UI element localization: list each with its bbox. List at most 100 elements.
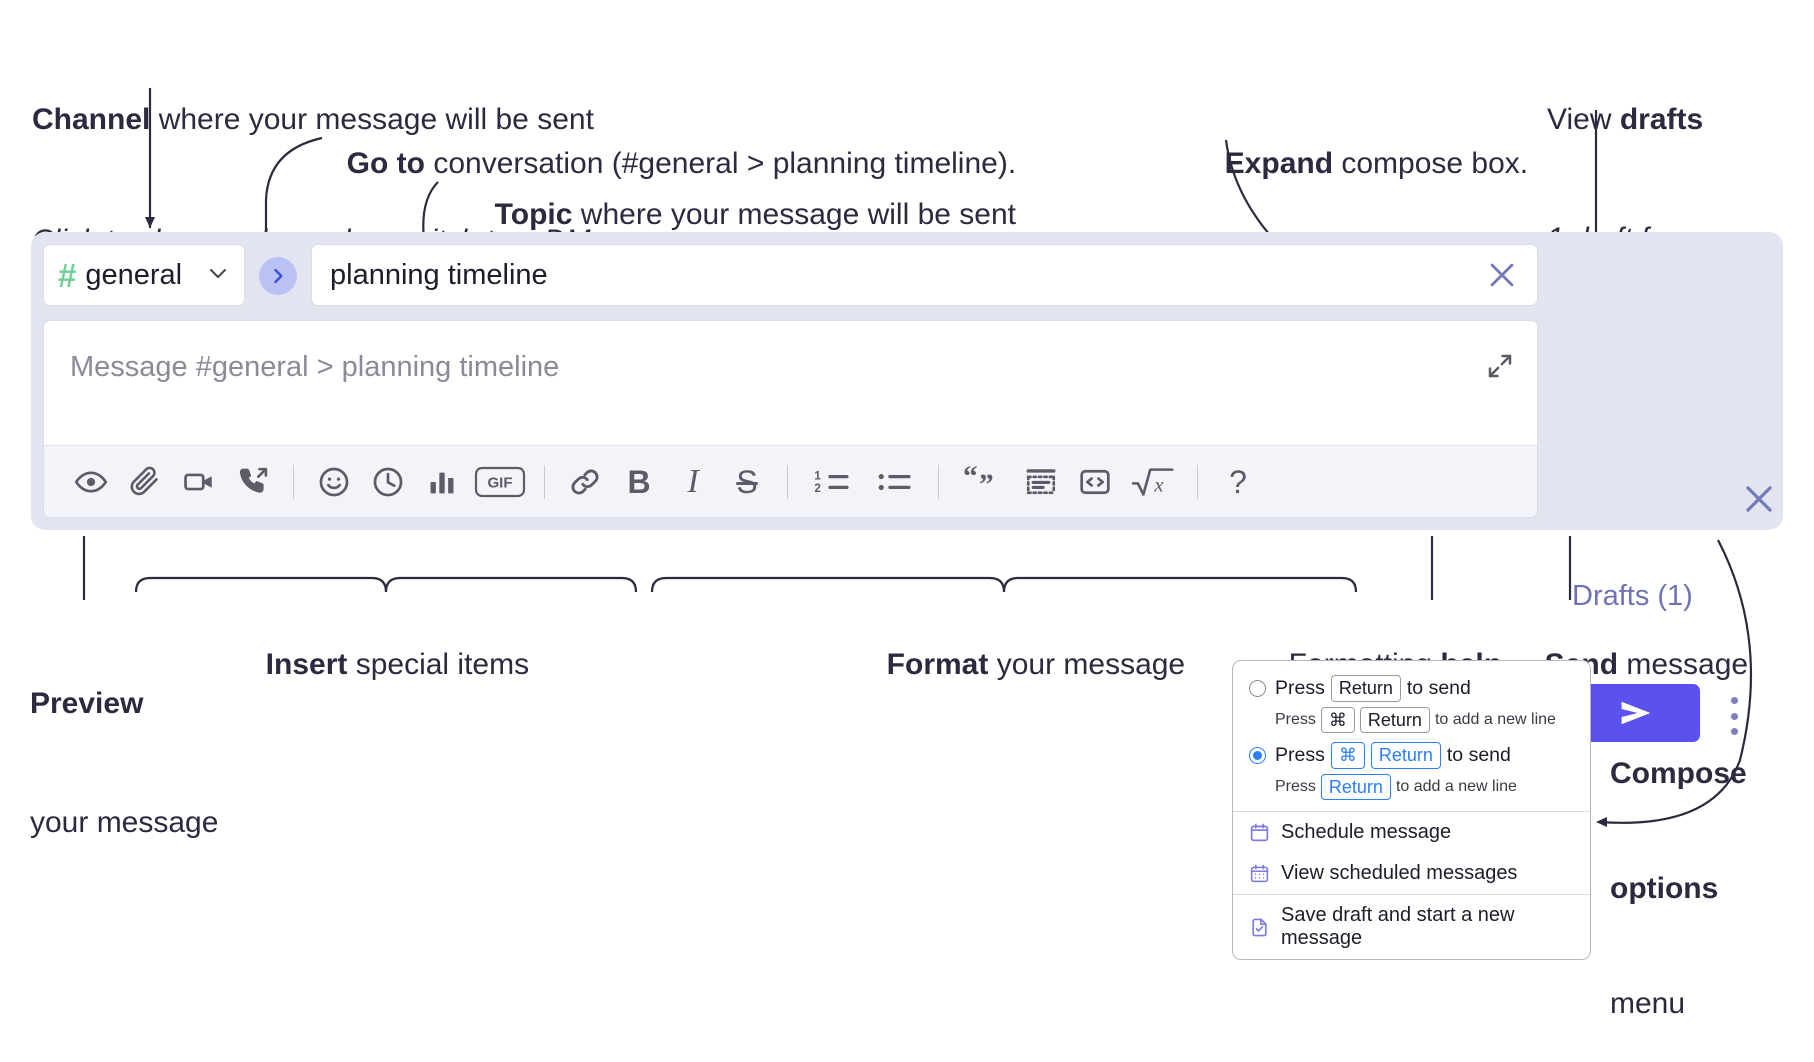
- topic-field[interactable]: planning timeline: [311, 244, 1538, 306]
- annotation-expand-rest: compose box.: [1333, 147, 1529, 181]
- link-icon[interactable]: [558, 455, 612, 509]
- kebab-dot: [1730, 728, 1738, 735]
- keyboard-key: ⌘: [1330, 742, 1365, 769]
- annotation-preview-bold: Preview: [30, 686, 144, 720]
- help-icon[interactable]: ?: [1211, 455, 1265, 509]
- goto-conversation-button[interactable]: [259, 257, 297, 295]
- annotation-compose-options-rest: menu: [1610, 987, 1686, 1021]
- toolbar-divider: [938, 464, 939, 499]
- toolbar-divider: [293, 464, 294, 499]
- menu-text: Press: [1275, 710, 1316, 728]
- keyboard-key: Return: [1320, 773, 1391, 800]
- svg-text:“: “: [963, 465, 978, 493]
- toolbar-divider: [1197, 464, 1198, 499]
- menu-text: to send: [1406, 676, 1471, 699]
- send-button[interactable]: [1572, 684, 1700, 742]
- gif-icon[interactable]: GIF: [469, 455, 531, 509]
- annotation-format: Format your message: [870, 608, 1185, 685]
- annotation-goto-rest: conversation (#general > planning timeli…: [424, 147, 1017, 181]
- annotation-drafts-bold: drafts: [1619, 102, 1704, 136]
- phone-forward-icon[interactable]: [226, 455, 280, 509]
- annotation-compose-options-bold1: Compose: [1610, 756, 1747, 790]
- annotation-goto-bold: Go to: [346, 147, 425, 181]
- channel-selector[interactable]: # general: [43, 244, 245, 306]
- bold-icon-label: B: [627, 463, 651, 500]
- close-compose-icon[interactable]: [1740, 480, 1778, 523]
- annotation-expand: Expand compose box.: [1208, 107, 1528, 184]
- svg-text:”: ”: [979, 469, 994, 499]
- toolbar-divider: [787, 464, 788, 499]
- bar-chart-icon[interactable]: [415, 455, 469, 509]
- menu-text: to send: [1446, 743, 1511, 766]
- svg-text:1: 1: [814, 469, 821, 482]
- message-placeholder: Message #general > planning timeline: [70, 351, 560, 383]
- toolbar-divider: [544, 464, 545, 499]
- compose-inner: # general planning timeline Message #gen…: [43, 244, 1538, 518]
- clock-icon[interactable]: [361, 455, 415, 509]
- annotation-insert-rest: special items: [347, 648, 530, 682]
- menu-item-label: Schedule message: [1281, 821, 1452, 843]
- menu-item-calendar-grid[interactable]: View scheduled messages: [1233, 853, 1590, 894]
- italic-icon[interactable]: I: [666, 455, 720, 509]
- expand-icon[interactable]: [1485, 351, 1515, 386]
- svg-text:GIF: GIF: [488, 474, 513, 491]
- kebab-dot: [1730, 712, 1738, 720]
- menu-divider: [1233, 811, 1590, 812]
- close-icon[interactable]: [1485, 258, 1519, 292]
- menu-group-draft: Save draft and start a new message: [1233, 895, 1590, 959]
- annotation-format-bold: Format: [886, 648, 989, 682]
- menu-item-save-draft-file[interactable]: Save draft and start a new message: [1233, 895, 1590, 959]
- send-paper-plane-icon: [1621, 701, 1651, 725]
- drafts-link[interactable]: Drafts (1): [1572, 580, 1693, 612]
- menu-item-calendar-clock[interactable]: Schedule message: [1233, 812, 1590, 853]
- video-camera-icon[interactable]: [172, 455, 226, 509]
- keyboard-key: Return: [1370, 742, 1441, 769]
- topic-value[interactable]: planning timeline: [330, 258, 548, 291]
- annotation-topic: Topic where your message will be sent: [478, 158, 1016, 235]
- radio-button[interactable]: [1249, 679, 1266, 697]
- bold-icon[interactable]: B: [612, 455, 666, 509]
- annotation-format-rest: your message: [988, 648, 1186, 682]
- math-sqrt-icon[interactable]: x: [1122, 455, 1184, 509]
- menu-text: Press: [1275, 676, 1325, 699]
- calendar-clock-icon: [1249, 822, 1270, 843]
- annotation-channel-bold: Channel: [32, 102, 151, 136]
- compose-panel: # general planning timeline Message #gen…: [31, 232, 1783, 742]
- attachment-icon[interactable]: [118, 455, 172, 509]
- emoji-smiley-icon[interactable]: [307, 455, 361, 509]
- annotation-topic-rest: where your message will be sent: [572, 198, 1016, 232]
- radio-button[interactable]: [1249, 746, 1266, 764]
- annotation-channel-rest: where your message will be sent: [150, 102, 594, 136]
- menu-item-label: Save draft and start a new message: [1281, 904, 1515, 949]
- annotation-goto: Go to conversation (#general > planning …: [330, 107, 1017, 184]
- annotation-insert-bold: Insert: [265, 648, 348, 682]
- inline-code-icon[interactable]: [1068, 455, 1122, 509]
- keyboard-key: ⌘: [1320, 706, 1355, 733]
- bulleted-list-icon[interactable]: [863, 455, 925, 509]
- message-input-area[interactable]: Message #general > planning timeline GIF…: [43, 320, 1538, 518]
- more-options-vertical-icon[interactable]: [1721, 694, 1747, 738]
- preview-icon[interactable]: [64, 455, 118, 509]
- annotation-drafts-prefix: View: [1547, 102, 1620, 136]
- annotation-preview-rest: your message: [30, 805, 219, 839]
- code-block-icon[interactable]: [1014, 455, 1068, 509]
- hash-icon: #: [58, 256, 77, 294]
- annotation-compose-options-bold2: options: [1610, 871, 1719, 905]
- keyboard-key: Return: [1359, 706, 1430, 733]
- blockquote-icon[interactable]: “”: [952, 455, 1014, 509]
- svg-text:x: x: [1153, 474, 1163, 496]
- annotation-send-rest: message: [1618, 648, 1749, 682]
- strikethrough-icon[interactable]: S: [720, 455, 774, 509]
- help-icon-label: ?: [1229, 463, 1247, 500]
- chevron-down-icon: [206, 261, 230, 290]
